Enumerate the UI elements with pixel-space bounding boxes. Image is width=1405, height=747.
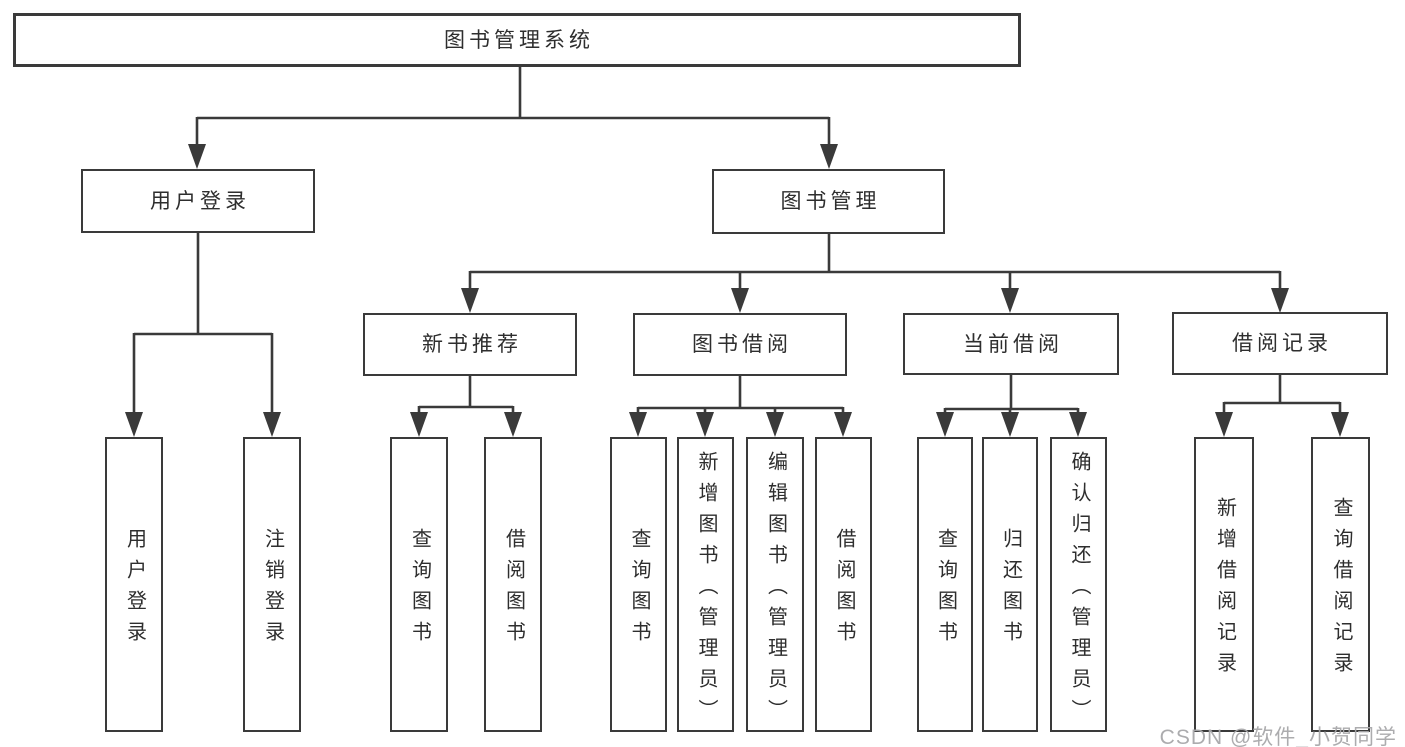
node-book-management: 图书管理 [712, 169, 945, 234]
node-root: 图书管理系统 [13, 13, 1021, 67]
leaf-records-query-record-label: 查询借阅记录 [1330, 497, 1352, 683]
watermark: CSDN @软件_小贺同学 [1159, 726, 1397, 747]
node-book-borrow: 图书借阅 [633, 313, 847, 376]
leaf-records-add-record-label: 新增借阅记录 [1213, 497, 1236, 683]
leaf-current-query-books-label: 查询图书 [934, 528, 957, 652]
leaf-records-query-record: 查询借阅记录 [1311, 437, 1370, 732]
leaf-records-add-record: 新增借阅记录 [1194, 437, 1254, 732]
leaf-recommend-borrow-books-label: 借阅图书 [502, 528, 525, 652]
leaf-logout-login-label: 注销登录 [261, 528, 284, 652]
node-current-borrow: 当前借阅 [903, 313, 1119, 375]
leaf-borrow-edit-books-admin: 编辑图书（管理员） [746, 437, 804, 732]
leaf-borrow-borrow-books-label: 借阅图书 [833, 528, 855, 652]
leaf-borrow-add-books-admin: 新增图书（管理员） [677, 437, 734, 732]
leaf-current-return-books-label: 归还图书 [999, 528, 1022, 652]
leaf-borrow-borrow-books: 借阅图书 [815, 437, 872, 732]
leaf-borrow-add-books-admin-label: 新增图书（管理员） [695, 450, 717, 730]
leaf-logout-login: 注销登录 [243, 437, 301, 732]
leaf-current-confirm-return-admin: 确认归还（管理员） [1050, 437, 1107, 732]
leaf-recommend-query-books: 查询图书 [390, 437, 448, 732]
leaf-borrow-edit-books-admin-label: 编辑图书（管理员） [764, 450, 787, 730]
leaf-current-query-books: 查询图书 [917, 437, 973, 732]
leaf-current-confirm-return-admin-label: 确认归还（管理员） [1068, 450, 1090, 730]
node-borrow-records: 借阅记录 [1172, 312, 1388, 375]
leaf-borrow-query-books-label: 查询图书 [628, 528, 650, 652]
leaf-user-login-label: 用户登录 [123, 528, 146, 652]
leaf-current-return-books: 归还图书 [982, 437, 1038, 732]
node-user-login: 用户登录 [81, 169, 315, 233]
node-new-book-recommend: 新书推荐 [363, 313, 577, 376]
leaf-recommend-borrow-books: 借阅图书 [484, 437, 542, 732]
leaf-user-login: 用户登录 [105, 437, 163, 732]
leaf-recommend-query-books-label: 查询图书 [408, 528, 431, 652]
leaf-borrow-query-books: 查询图书 [610, 437, 667, 732]
